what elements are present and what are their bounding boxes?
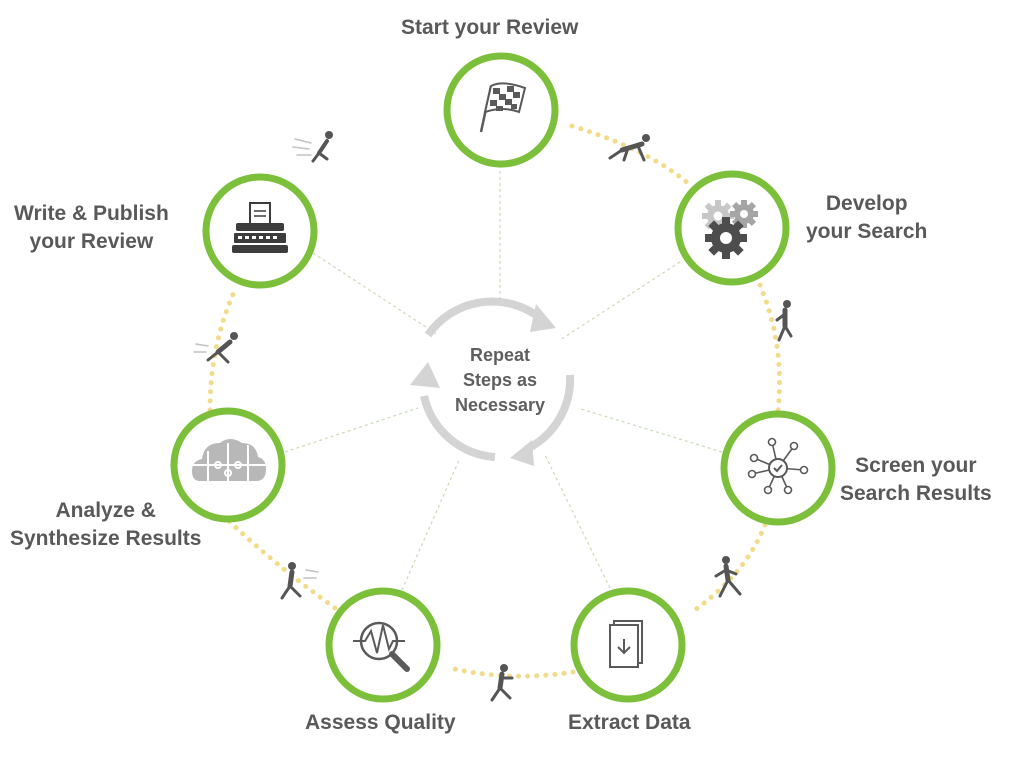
step-label-line: Start your Review: [401, 14, 578, 42]
step-label-line: your Review: [14, 228, 169, 256]
step-label-line: Analyze &: [10, 497, 201, 525]
step-label-line: Extract Data: [568, 709, 691, 737]
step-label-analyze: Analyze & Synthesize Results: [10, 497, 201, 553]
center-label-line: Necessary: [420, 393, 580, 418]
step-label-line: Synthesize Results: [10, 525, 201, 553]
step-label-extract: Extract Data: [568, 709, 691, 737]
ring-assess: [329, 591, 437, 699]
step-label-assess: Assess Quality: [305, 709, 456, 737]
step-label-line: your Search: [806, 218, 927, 246]
center-label: Repeat Steps as Necessary: [420, 343, 580, 418]
center-label-line: Steps as: [420, 368, 580, 393]
step-label-line: Screen your: [840, 452, 992, 480]
document-download-icon: [610, 621, 642, 667]
runner-icon: [492, 664, 512, 700]
step-label-line: Write & Publish: [14, 200, 169, 228]
step-label-write: Write & Publish your Review: [14, 200, 169, 256]
step-label-line: Search Results: [840, 480, 992, 508]
step-label-line: Develop: [806, 190, 927, 218]
step-label-line: Assess Quality: [305, 709, 456, 737]
runner-icon: [610, 134, 650, 160]
runner-icon: [777, 300, 791, 340]
runner-icon: [293, 131, 333, 161]
step-label-develop: Develop your Search: [806, 190, 927, 246]
step-label-start: Start your Review: [401, 14, 578, 42]
step-label-screen: Screen your Search Results: [840, 452, 992, 508]
center-label-line: Repeat: [420, 343, 580, 368]
